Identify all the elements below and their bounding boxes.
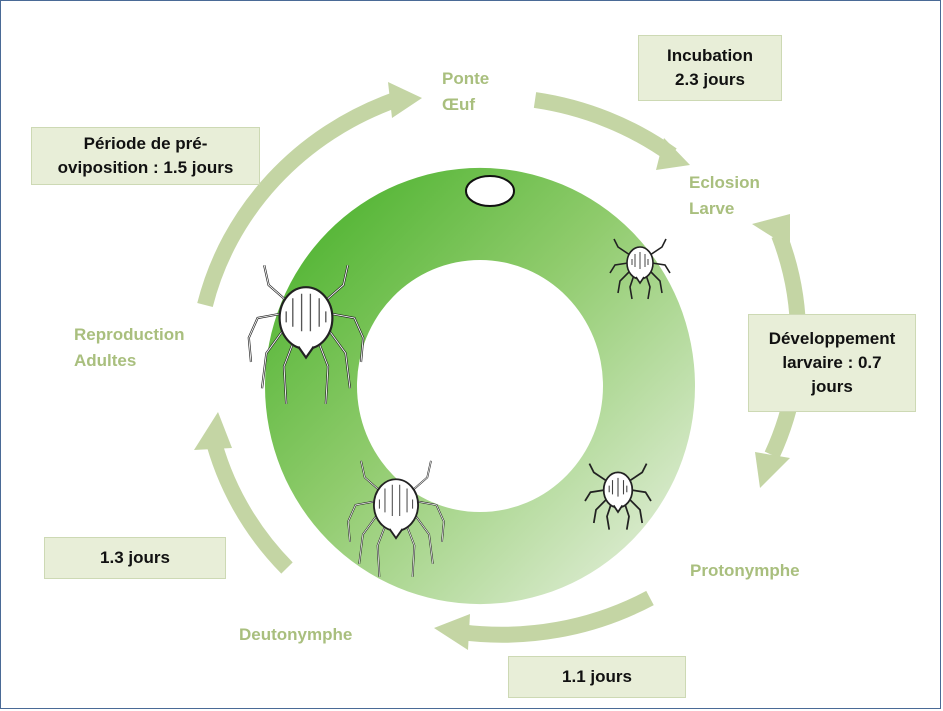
- duration-box-preoviposition: Période de pré- oviposition : 1.5 jours: [31, 127, 260, 185]
- stage-protonymphe-line1: Protonymphe: [690, 561, 800, 580]
- life-cycle-ring: [264, 167, 696, 605]
- preoviposition-line1: Période de pré-: [83, 134, 208, 153]
- arrow-deutonymph: [204, 433, 293, 574]
- arrow-incubation: [533, 92, 677, 162]
- larval-development-line2: larvaire : 0.7: [782, 353, 882, 372]
- stage-eclosion-line1: Eclosion: [689, 173, 760, 192]
- stage-label-protonymphe: Protonymphe: [690, 558, 800, 584]
- stage-eclosion-line2: Larve: [689, 199, 735, 218]
- stage-label-reproduction: Reproduction Adultes: [74, 322, 185, 374]
- stage-label-eclosion: Eclosion Larve: [689, 170, 760, 222]
- preoviposition-line2: oviposition : 1.5 jours: [57, 158, 234, 177]
- stage-ponte-line1: Ponte: [442, 69, 490, 88]
- stage-reproduction-line1: Reproduction: [74, 325, 185, 344]
- protonymph-duration: 1.1 jours: [562, 667, 632, 686]
- stage-label-deutonymphe: Deutonymphe: [239, 622, 352, 648]
- stage-reproduction-line2: Adultes: [74, 351, 137, 370]
- incubation-duration: 2.3 jours: [675, 70, 745, 89]
- arrow-protonymph: [458, 590, 654, 643]
- larval-development-line1: Développement: [768, 329, 896, 348]
- deutonymph-duration: 1.3 jours: [100, 548, 170, 567]
- egg-icon: [465, 175, 515, 207]
- duration-box-deutonymph: 1.3 jours: [44, 537, 226, 579]
- stage-ponte-line2: Œuf: [442, 95, 476, 114]
- arrow-preoviposition: [197, 92, 398, 307]
- incubation-label: Incubation: [667, 46, 753, 65]
- stage-deutonymphe-line1: Deutonymphe: [239, 625, 353, 644]
- stage-label-ponte: Ponte Œuf: [442, 66, 489, 118]
- larval-development-line3: jours: [811, 377, 853, 396]
- duration-box-protonymph: 1.1 jours: [508, 656, 686, 698]
- duration-box-larval-development: Développement larvaire : 0.7 jours: [748, 314, 916, 412]
- duration-box-incubation: Incubation 2.3 jours: [638, 35, 782, 101]
